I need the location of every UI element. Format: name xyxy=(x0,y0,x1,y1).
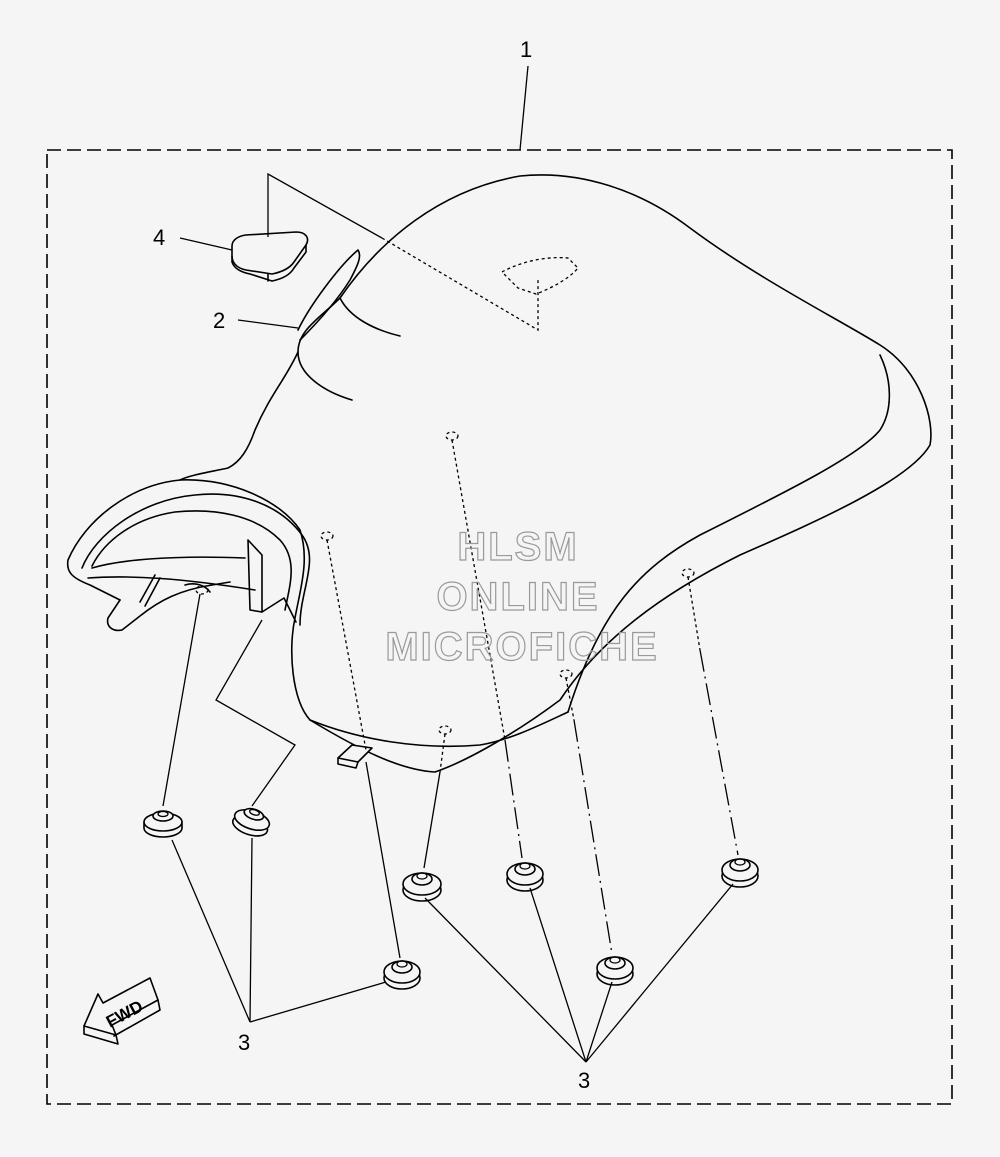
emblem-badge xyxy=(231,231,309,282)
emblem-placement-guide xyxy=(267,172,383,239)
kit-boundary-box xyxy=(46,149,953,1105)
seat-cover xyxy=(66,174,932,773)
damper-grommet xyxy=(232,807,271,837)
leader-lines-damper-left xyxy=(171,837,387,1023)
damper-grommet xyxy=(506,862,544,892)
arrow-left-icon xyxy=(83,977,161,1045)
watermark: HLSM ONLINE MICROFICHE xyxy=(385,524,658,669)
leader-lines-damper-right xyxy=(424,883,734,1063)
damper-grommet xyxy=(383,960,421,990)
callout-damper-right: 3 xyxy=(578,1068,590,1093)
forward-direction-arrow: FWD xyxy=(83,977,161,1045)
leader-line-emblem xyxy=(179,237,233,251)
damper-grommet xyxy=(402,872,442,902)
emblem-placement-dotted xyxy=(381,237,539,332)
watermark-line-1: HLSM xyxy=(457,525,578,569)
alignment-lines xyxy=(162,439,739,959)
watermark-line-2: ONLINE xyxy=(436,575,599,619)
callout-emblem: 4 xyxy=(153,225,165,250)
damper-grommets xyxy=(143,807,759,990)
damper-grommet xyxy=(596,956,634,986)
leader-line-kit xyxy=(519,65,529,151)
leader-line-cover xyxy=(237,319,299,329)
damper-grommet xyxy=(721,858,759,888)
callout-cover: 2 xyxy=(213,308,225,333)
callout-damper-left: 3 xyxy=(238,1030,250,1055)
callout-kit: 1 xyxy=(520,37,532,62)
watermark-line-3: MICROFICHE xyxy=(385,625,658,669)
damper-grommet xyxy=(143,810,183,838)
